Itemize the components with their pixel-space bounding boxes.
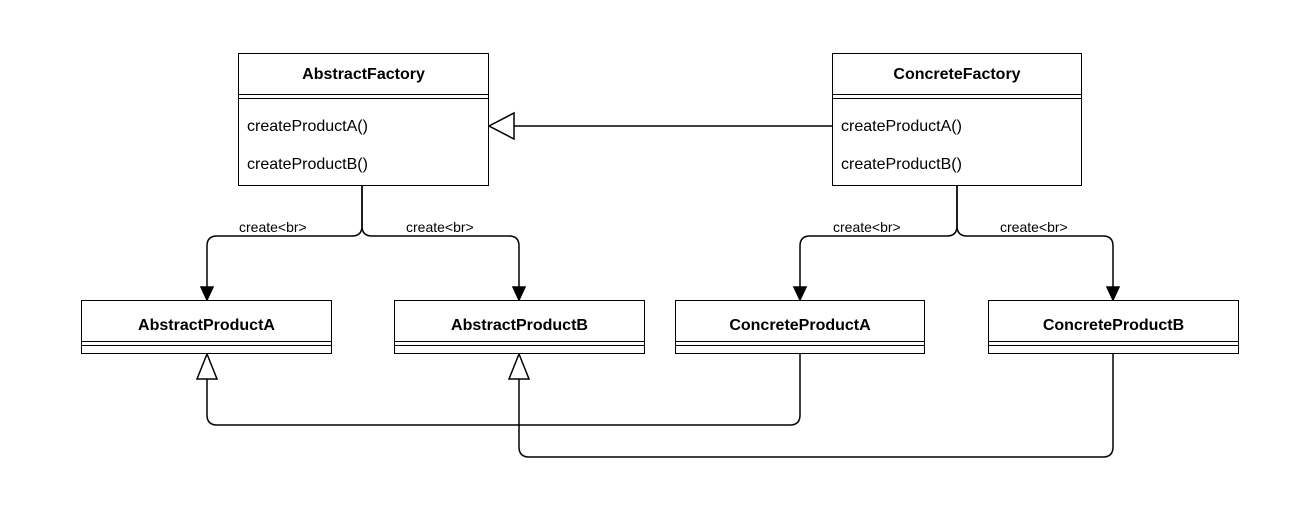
edge-concretefactory-to-concreteproducta bbox=[799, 186, 958, 289]
edge-label-create: create<br> bbox=[405, 219, 475, 235]
class-separator bbox=[833, 98, 1081, 99]
method-createproducta: createProductA() bbox=[841, 118, 962, 135]
class-name: AbstractFactory bbox=[302, 66, 425, 83]
method-createproducta: createProductA() bbox=[247, 118, 368, 135]
class-separator bbox=[395, 345, 644, 346]
generalization-arrowhead-abstractproducta bbox=[195, 351, 219, 380]
class-name: ConcreteProductA bbox=[729, 317, 871, 334]
class-separator bbox=[676, 341, 924, 342]
class-name: AbstractProductB bbox=[451, 317, 588, 334]
class-separator bbox=[82, 341, 331, 342]
class-separator bbox=[676, 345, 924, 346]
class-abstractfactory[interactable]: AbstractFactory createProductA() createP… bbox=[238, 53, 489, 186]
class-name: ConcreteFactory bbox=[893, 66, 1021, 83]
class-separator bbox=[833, 94, 1081, 95]
edge-concreteproductb-to-abstractproductb bbox=[518, 354, 1114, 458]
class-separator bbox=[82, 345, 331, 346]
class-separator bbox=[395, 341, 644, 342]
class-separator bbox=[239, 98, 488, 99]
class-name: AbstractProductA bbox=[138, 317, 275, 334]
arrowhead-concreteproducta bbox=[792, 286, 808, 302]
class-separator bbox=[989, 341, 1238, 342]
class-abstractproductb[interactable]: AbstractProductB bbox=[394, 300, 645, 354]
edge-concreteproducta-to-abstractproducta bbox=[206, 354, 801, 426]
edge-concretefactory-to-concreteproductb bbox=[956, 186, 1114, 289]
class-separator bbox=[989, 345, 1238, 346]
edge-label-create: create<br> bbox=[238, 219, 308, 235]
arrowhead-concreteproductb bbox=[1105, 286, 1121, 302]
edge-abstractfactory-to-abstractproductb bbox=[361, 186, 520, 289]
edge-label-create: create<br> bbox=[999, 219, 1069, 235]
method-createproductb: createProductB() bbox=[247, 156, 368, 173]
class-concretefactory[interactable]: ConcreteFactory createProductA() createP… bbox=[832, 53, 1082, 186]
class-name: ConcreteProductB bbox=[1042, 317, 1185, 334]
generalization-arrowhead-abstractfactory bbox=[487, 111, 515, 141]
class-abstractproducta[interactable]: AbstractProductA bbox=[81, 300, 332, 354]
arrowhead-abstractproducta bbox=[199, 286, 215, 302]
arrowhead-abstractproductb bbox=[511, 286, 527, 302]
edge-abstractfactory-to-abstractproducta bbox=[206, 186, 363, 289]
generalization-arrowhead-abstractproductb bbox=[507, 351, 531, 380]
class-separator bbox=[239, 94, 488, 95]
method-createproductb: createProductB() bbox=[841, 156, 962, 173]
class-concreteproductb[interactable]: ConcreteProductB bbox=[988, 300, 1239, 354]
edge-label-create: create<br> bbox=[832, 219, 902, 235]
class-concreteproducta[interactable]: ConcreteProductA bbox=[675, 300, 925, 354]
